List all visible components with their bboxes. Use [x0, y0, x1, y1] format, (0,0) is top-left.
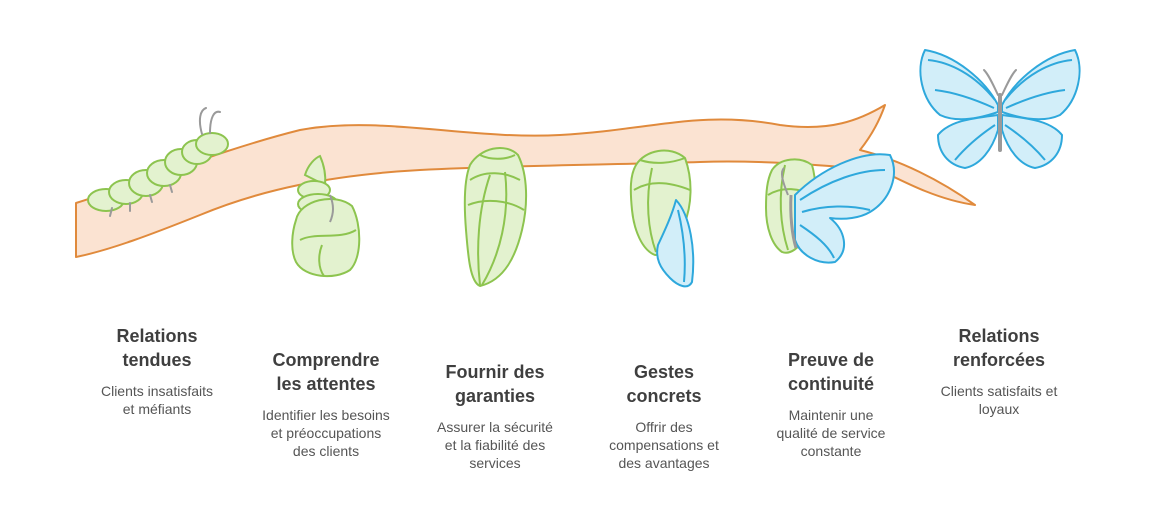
- caterpillar-icon: [87, 107, 229, 217]
- stage-description: Identifier les besoins et préoccupations…: [262, 407, 390, 459]
- stage-description: Clients satisfaits et loyaux: [940, 383, 1058, 417]
- opening-chrysalis-icon: [629, 149, 695, 288]
- stage-4: Gestes concrets Offrir des compensations…: [579, 360, 749, 472]
- stage-2: Comprendre les attentes Identifier les b…: [241, 348, 411, 460]
- stage-title: Preuve de continuité: [787, 350, 875, 394]
- stage-description: Maintenir une qualité de service constan…: [776, 407, 886, 459]
- stage-title: Comprendre les attentes: [272, 350, 380, 394]
- stage-title: Fournir des garanties: [445, 362, 545, 406]
- stage-title: Gestes concrets: [626, 362, 702, 406]
- stage-title: Relations renforcées: [952, 326, 1046, 370]
- stage-description: Clients insatisfaits et méfiants: [100, 383, 214, 417]
- stage-title: Relations tendues: [116, 326, 198, 370]
- emerging-butterfly-icon: [765, 153, 895, 264]
- stage-description: Offrir des compensations et des avantage…: [609, 419, 719, 471]
- stage-5: Preuve de continuité Maintenir une quali…: [746, 348, 916, 460]
- chrysalis-icon: [463, 146, 528, 287]
- branch: [75, 104, 976, 258]
- stage-6: Relations renforcées Clients satisfaits …: [914, 324, 1084, 418]
- stage-3: Fournir des garanties Assurer la sécurit…: [410, 360, 580, 472]
- stage-description: Assurer la sécurité et la fiabilité des …: [437, 419, 553, 471]
- curled-chrysalis-icon: [291, 154, 361, 278]
- butterfly-icon: [919, 49, 1081, 169]
- stage-1: Relations tendues Clients insatisfaits e…: [72, 324, 242, 418]
